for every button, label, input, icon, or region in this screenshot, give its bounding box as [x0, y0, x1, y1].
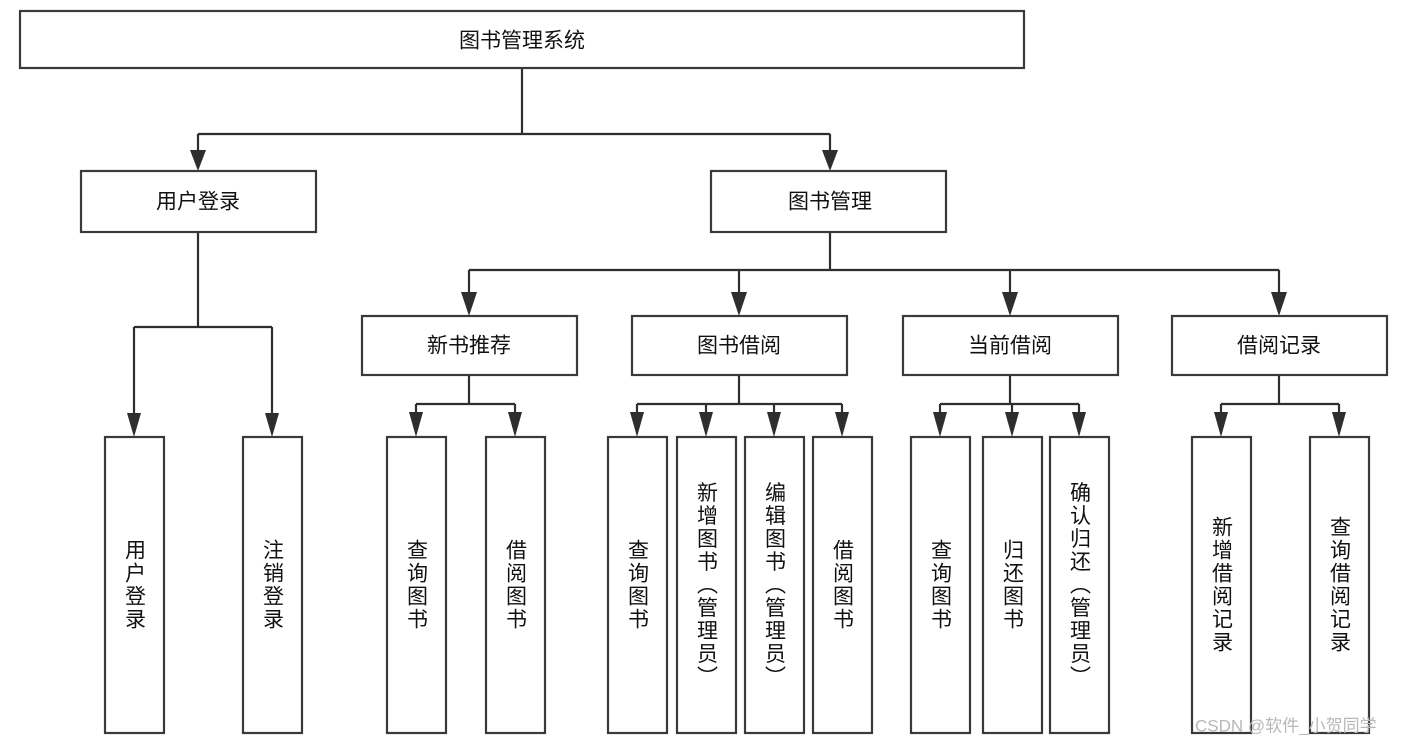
- node-leaf-add-borrow-record[interactable]: 新增借阅记录: [1190, 435, 1253, 735]
- node-root-label: 图书管理系统: [459, 30, 585, 53]
- node-new-book-recommend-label: 新书推荐: [427, 335, 511, 358]
- node-leaf-user-login[interactable]: 用户登录: [103, 435, 166, 735]
- arrow-head-leaf-add-book-admin: [699, 412, 713, 437]
- node-borrow-record-box[interactable]: [1170, 314, 1389, 377]
- arrow-head-leaf-query-borrow-record: [1332, 412, 1346, 437]
- node-leaf-borrow-book[interactable]: 借阅图书: [811, 435, 874, 735]
- node-book-manage[interactable]: 图书管理: [709, 169, 948, 234]
- arrow-head-leaf-query-book-rec: [409, 412, 423, 437]
- arrow-head-new-book-recommend: [461, 292, 477, 316]
- arrow-head-current-borrow: [1002, 292, 1018, 316]
- node-leaf-add-book-admin[interactable]: 新增图书（管理员）: [675, 435, 738, 735]
- node-leaf-edit-book-admin-box[interactable]: [743, 435, 806, 735]
- arrow-head-leaf-query-book-current: [933, 412, 947, 437]
- node-borrow-record-label: 借阅记录: [1237, 335, 1321, 358]
- node-book-borrow-label: 图书借阅: [697, 335, 781, 358]
- node-leaf-edit-book-admin[interactable]: 编辑图书（管理员）: [743, 435, 806, 735]
- node-leaf-query-borrow-record-box[interactable]: [1308, 435, 1371, 735]
- node-leaf-add-book-admin-label: 新增图书（管理员）: [695, 482, 719, 689]
- node-new-book-recommend-box[interactable]: [360, 314, 579, 377]
- node-user-login[interactable]: 用户登录: [79, 169, 318, 234]
- node-leaf-confirm-return-admin[interactable]: 确认归还（管理员）: [1048, 435, 1111, 735]
- node-leaf-edit-book-admin-label: 编辑图书（管理员）: [763, 482, 787, 689]
- node-leaf-query-book-current-label: 查询图书: [929, 539, 953, 631]
- node-book-manage-label: 图书管理: [788, 191, 872, 214]
- node-user-login-label: 用户登录: [156, 191, 240, 214]
- arrow-head-book-manage: [822, 150, 838, 171]
- node-leaf-user-logout[interactable]: 注销登录: [241, 435, 304, 735]
- arrow-head-leaf-return-book: [1005, 412, 1019, 437]
- node-leaf-query-borrow-record-label: 查询借阅记录: [1328, 516, 1352, 654]
- node-current-borrow-box[interactable]: [901, 314, 1120, 377]
- arrow-head-leaf-borrow-book: [835, 412, 849, 437]
- node-leaf-query-book-rec-label: 查询图书: [405, 539, 429, 631]
- node-leaf-query-book-rec-box[interactable]: [385, 435, 448, 735]
- node-leaf-borrow-book-label: 借阅图书: [831, 539, 855, 631]
- node-leaf-user-logout-box[interactable]: [241, 435, 304, 735]
- node-user-login-box[interactable]: [79, 169, 318, 234]
- node-leaf-user-logout-label: 注销登录: [261, 539, 285, 631]
- watermark-label: CSDN @软件_小贺同学: [1195, 716, 1377, 735]
- node-leaf-borrow-book-rec-box[interactable]: [484, 435, 547, 735]
- arrow-head-leaf-user-login: [127, 413, 141, 437]
- node-leaf-return-book-box[interactable]: [981, 435, 1044, 735]
- node-book-borrow-box[interactable]: [630, 314, 849, 377]
- node-leaf-query-book-borrow[interactable]: 查询图书: [606, 435, 669, 735]
- node-leaf-query-book-current-box[interactable]: [909, 435, 972, 735]
- node-new-book-recommend[interactable]: 新书推荐: [360, 314, 579, 377]
- arrow-head-book-borrow: [731, 292, 747, 316]
- node-leaf-user-login-label: 用户登录: [123, 539, 147, 631]
- arrow-head-leaf-query-book-borrow: [630, 412, 644, 437]
- node-leaf-return-book[interactable]: 归还图书: [981, 435, 1044, 735]
- node-leaf-add-book-admin-box[interactable]: [675, 435, 738, 735]
- node-leaf-add-borrow-record-box[interactable]: [1190, 435, 1253, 735]
- node-leaf-add-borrow-record-label: 新增借阅记录: [1210, 516, 1234, 654]
- node-current-borrow-label: 当前借阅: [968, 335, 1052, 358]
- node-leaf-query-book-current[interactable]: 查询图书: [909, 435, 972, 735]
- node-leaf-borrow-book-rec-label: 借阅图书: [504, 539, 528, 631]
- node-leaf-user-login-box[interactable]: [103, 435, 166, 735]
- node-leaf-query-book-borrow-label: 查询图书: [626, 539, 650, 631]
- node-leaf-query-book-borrow-box[interactable]: [606, 435, 669, 735]
- node-root[interactable]: 图书管理系统: [18, 9, 1026, 70]
- node-leaf-return-book-label: 归还图书: [1001, 539, 1025, 631]
- node-book-borrow[interactable]: 图书借阅: [630, 314, 849, 377]
- arrow-head-leaf-edit-book-admin: [767, 412, 781, 437]
- arrow-head-leaf-add-borrow-record: [1214, 412, 1228, 437]
- connector-layer: [127, 68, 1346, 437]
- node-leaf-query-borrow-record[interactable]: 查询借阅记录: [1308, 435, 1371, 735]
- arrow-head-leaf-user-logout: [265, 413, 279, 437]
- node-current-borrow[interactable]: 当前借阅: [901, 314, 1120, 377]
- arrow-head-borrow-record: [1271, 292, 1287, 316]
- node-borrow-record[interactable]: 借阅记录: [1170, 314, 1389, 377]
- node-leaf-borrow-book-rec[interactable]: 借阅图书: [484, 435, 547, 735]
- node-leaf-borrow-book-box[interactable]: [811, 435, 874, 735]
- arrow-head-leaf-borrow-book-rec: [508, 412, 522, 437]
- arrow-head-user-login: [190, 150, 206, 171]
- node-root-box[interactable]: [18, 9, 1026, 70]
- node-leaf-query-book-rec[interactable]: 查询图书: [385, 435, 448, 735]
- node-leaf-confirm-return-admin-label: 确认归还（管理员）: [1068, 482, 1092, 689]
- arrow-head-leaf-confirm-return-admin: [1072, 412, 1086, 437]
- node-leaf-confirm-return-admin-box[interactable]: [1048, 435, 1111, 735]
- node-book-manage-box[interactable]: [709, 169, 948, 234]
